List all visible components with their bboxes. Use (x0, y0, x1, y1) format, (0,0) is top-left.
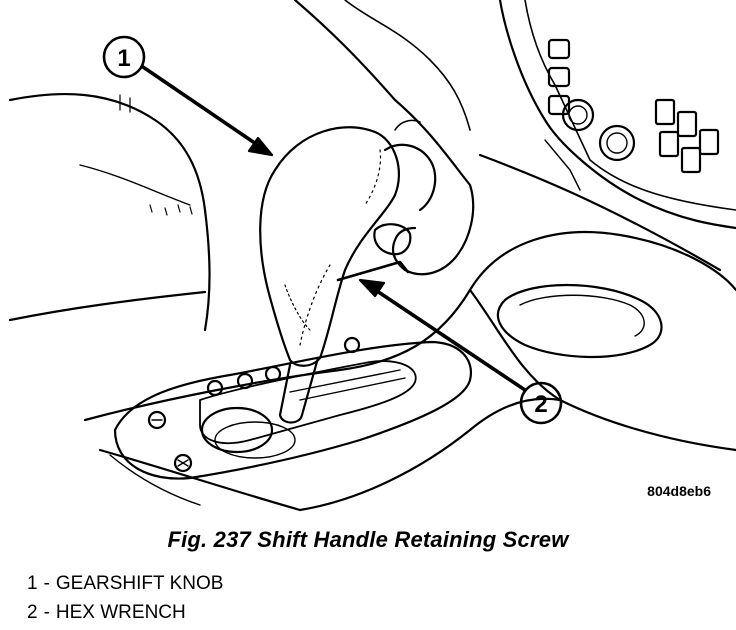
legend-number: 2 (27, 602, 38, 623)
legend-label: HEX WRENCH (55, 602, 186, 623)
callout-1-circle (102, 35, 146, 79)
legend-item-2: 2-HEX WRENCH (27, 602, 192, 624)
callout-1-arrowhead (247, 136, 274, 157)
center-console (83, 153, 736, 512)
legend-separator: - (43, 602, 50, 623)
illustration: 1 2 804d8eb6 (8, 0, 736, 512)
callout-1-leader (141, 65, 270, 154)
hex-wrench (336, 260, 410, 282)
legend-label: GEARSHIFT KNOB (55, 573, 224, 594)
shift-lever (278, 356, 320, 424)
legend-item-1: 1-GEARSHIFT KNOB (27, 573, 229, 595)
seat-cushion (8, 92, 211, 332)
instrument-panel (498, 0, 736, 230)
gearshift-knob (259, 126, 400, 367)
callout-2-circle (519, 381, 563, 425)
image-code: 804d8eb6 (647, 483, 711, 499)
figure-caption: Fig. 237 Shift Handle Retaining Screw (167, 527, 569, 552)
callout-2-number: 2 (534, 391, 547, 418)
legend-number: 1 (27, 573, 38, 594)
callout-1-number: 1 (117, 45, 130, 72)
legend-separator: - (43, 573, 50, 594)
callout-2-arrowhead (358, 278, 386, 298)
shifter-bezel (113, 336, 473, 480)
callout-2-leader (366, 283, 527, 392)
